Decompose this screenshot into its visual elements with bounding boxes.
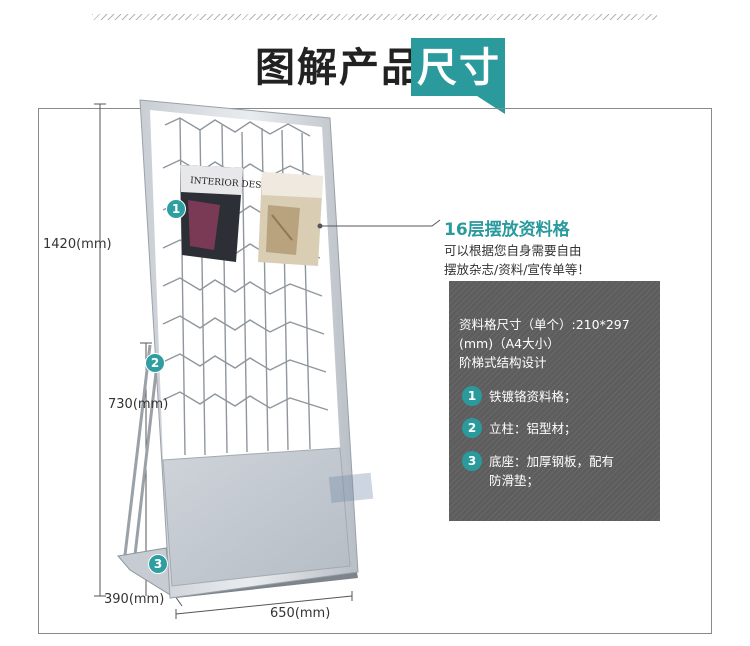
height-label: 1420(mm) (43, 237, 112, 252)
magazine-left: INTERIOR DESIGN (180, 165, 280, 262)
marker-1: 1 (166, 199, 186, 219)
callout-leader (320, 219, 441, 227)
spec-item-3-cont: 防滑垫； (489, 473, 540, 488)
heading-badge (411, 38, 505, 114)
magazine-right (258, 172, 323, 266)
spec-item-3: 底座：加厚钢板，配有 (489, 454, 615, 469)
watermark-logo (328, 472, 374, 504)
spec-line-3: 阶梯式结构设计 (459, 355, 547, 370)
marker-3: 3 (148, 554, 168, 574)
heading-dark: 图解产品 (255, 45, 423, 91)
spec-item-1: 铁镀铬资料格； (489, 389, 577, 404)
spec-line-2: (mm)（A4大小） (459, 336, 560, 351)
spec-box (449, 281, 660, 521)
mid-height-label: 730(mm) (108, 397, 169, 412)
lower-panel (162, 447, 351, 587)
spec-num-2: 2 (462, 418, 482, 438)
callout-desc-line1: 可以根据您自身需要自由 (444, 243, 582, 258)
heading-accent: 尺寸 (417, 45, 501, 91)
spec-num-3: 3 (462, 451, 482, 471)
spec-item-2: 立柱：铝型材； (489, 421, 577, 436)
marker-2: 2 (145, 353, 165, 373)
depth-label: 390(mm) (104, 592, 165, 607)
callout-desc-line2: 摆放杂志/资料/宣传单等！ (444, 262, 590, 277)
spec-num-1: 1 (462, 386, 482, 406)
callout-title: 16层摆放资料格 (444, 220, 570, 240)
spec-line-1: 资料格尺寸（单个）:210*297 (459, 317, 630, 332)
top-decorative-line (92, 14, 657, 20)
width-label: 650(mm) (270, 606, 331, 621)
content-frame (38, 108, 712, 634)
